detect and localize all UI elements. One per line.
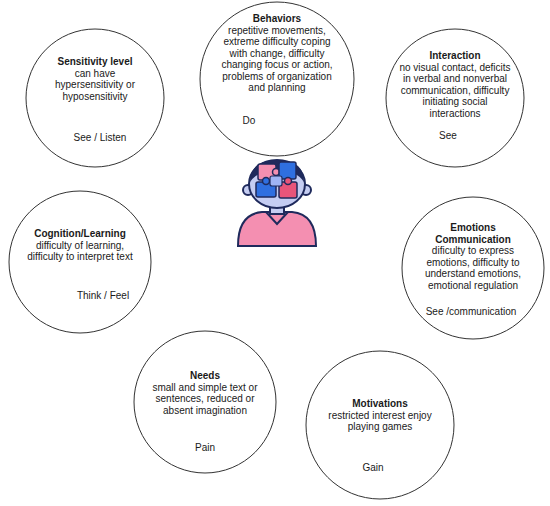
circle-body-text: difficulty of learning, difficulty to in… [22,240,138,263]
behaviors-circle: Behaviorsrepetitive movements, extreme d… [199,1,355,157]
interaction-circle: Interactionno visual contact, deficits i… [385,28,525,168]
perception-label: See /communication [426,306,517,318]
circle-body-text: repetitive movements, extreme difficulty… [221,25,333,94]
circle-heading: Emotions Communication [427,222,519,245]
circle-heading: Cognition/Learning [22,228,138,240]
perception-label: Do [243,115,256,127]
circle-heading: Motivations [326,398,434,410]
motivations-circle: Motivationsrestricted interest enjoy pla… [305,350,455,500]
circle-heading: Needs [149,370,261,382]
circle-heading: Interaction [399,50,511,62]
text-block: Motivationsrestricted interest enjoy pla… [326,398,434,433]
cognition-circle: Cognition/Learningdifficulty of learning… [8,190,152,334]
circle-heading: Behaviors [221,13,333,25]
circle-outline [26,29,164,167]
circle-outline [200,2,354,156]
text-block: Interactionno visual contact, deficits i… [399,50,511,119]
puzzle-knob [263,178,270,185]
circle-outline [306,351,454,499]
circle-outline [134,331,276,473]
perception-label: See / Listen [74,132,127,144]
circle-body-text: restricted interest enjoy playing games [326,410,434,433]
emotions-circle: Emotions Communicationdificulty to expre… [401,196,545,340]
text-block: Cognition/Learningdifficulty of learning… [22,228,138,263]
circle-body-text: can have hypersensitivity or hyposensiti… [41,68,149,103]
circle-heading: Sensitivity level [41,56,149,68]
puzzle-knob [285,178,292,185]
perception-label: Gain [362,462,383,474]
needs-circle: Needssmall and simple text or sentences,… [133,330,277,474]
circle-outline [386,29,524,167]
person-body [238,212,316,246]
circle-outline [9,191,151,333]
perception-label: Pain [195,442,215,454]
circle-body-text: no visual contact, deficits in verbal an… [399,62,511,120]
sensitivity-circle: Sensitivity levelcan have hypersensitivi… [25,28,165,168]
circle-outline [402,197,544,339]
circle-body-text: small and simple text or sentences, redu… [149,382,261,417]
puzzle-piece [270,176,282,186]
perception-label: See [439,130,457,142]
person-head [249,160,305,208]
text-block: Behaviorsrepetitive movements, extreme d… [221,13,333,94]
text-block: Needssmall and simple text or sentences,… [149,370,261,416]
circle-body-text: dificulty to express emotions, difficult… [417,245,529,291]
text-block: Sensitivity levelcan have hypersensitivi… [41,56,149,102]
text-block: Emotions Communicationdificulty to expre… [417,222,529,291]
perception-label: Think / Feel [77,290,129,302]
